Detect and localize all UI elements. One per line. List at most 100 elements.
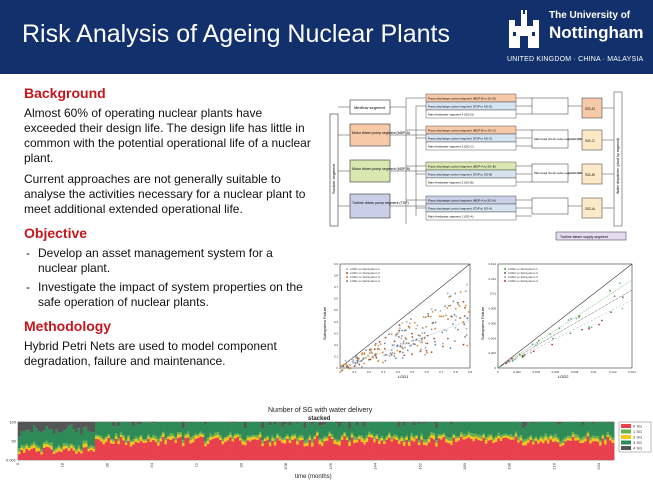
y-tick-label: 0.7 — [334, 285, 339, 289]
area-segment — [77, 445, 81, 449]
area-segment — [462, 437, 466, 440]
area-segment — [45, 444, 49, 447]
legend-label: 4 SG — [633, 446, 642, 451]
area-segment — [581, 424, 585, 437]
area-segment — [373, 439, 376, 443]
legend-entry: LOD2 vs Subsystem 4 — [508, 279, 538, 283]
area-segment — [181, 428, 185, 441]
area-segment — [497, 432, 501, 437]
area-segment — [316, 422, 319, 432]
scatter-point — [423, 332, 426, 334]
area-segment — [286, 436, 289, 439]
area-segment — [532, 423, 535, 440]
scatter-point — [531, 343, 534, 346]
scatter-point — [465, 334, 468, 336]
x-tick-label: 0.2 — [367, 370, 372, 374]
area-segment — [251, 439, 255, 460]
y-tick-label: 0 — [494, 366, 496, 370]
scatter-point — [354, 355, 357, 357]
scatter-point — [425, 349, 428, 352]
area-segment — [283, 424, 287, 437]
area-segment — [20, 445, 24, 448]
area-segment — [157, 442, 160, 446]
area-segment — [251, 422, 255, 435]
area-segment — [524, 422, 528, 426]
area-segment — [75, 449, 78, 451]
x-tick-label: 0.6 — [425, 370, 430, 374]
area-segment — [20, 422, 24, 432]
area-segment — [278, 435, 282, 439]
segment-label: Main feedwater segment 4 (SG-D) — [428, 113, 474, 117]
area-segment — [579, 440, 583, 443]
area-segment — [417, 444, 421, 460]
area-segment — [534, 422, 538, 437]
area-segment — [256, 439, 260, 460]
area-segment — [499, 441, 503, 460]
area-segment — [432, 433, 436, 436]
scatter-point — [424, 342, 427, 344]
area-segment — [512, 439, 515, 460]
area-segment — [306, 422, 309, 440]
area-segment — [246, 437, 250, 441]
area-segment — [435, 440, 438, 443]
area-segment — [343, 432, 347, 434]
area-segment — [584, 422, 587, 436]
area-segment — [430, 422, 434, 433]
scatter-point — [446, 292, 449, 295]
area-segment — [206, 437, 210, 441]
area-segment — [186, 422, 190, 432]
area-segment — [87, 446, 91, 449]
legend-entry: LOD2 vs Subsystem 2 — [508, 271, 538, 275]
area-segment — [204, 446, 208, 460]
scatter-point — [454, 307, 457, 310]
area-segment — [92, 422, 96, 433]
area-segment — [137, 440, 140, 443]
area-segment — [340, 439, 344, 460]
area-segment — [609, 437, 612, 441]
area-segment — [246, 422, 250, 436]
segment-label: Pump discharge control segment (MDP-A to… — [428, 199, 496, 203]
scatter-point — [434, 327, 437, 330]
scatter-point — [613, 295, 616, 298]
area-segment — [57, 422, 61, 433]
scatter-point — [424, 316, 427, 319]
scatter-point — [407, 325, 410, 328]
area-segment — [80, 449, 83, 451]
area-segment — [57, 447, 61, 452]
x-tick-label: 36 — [104, 462, 109, 467]
area-segment — [591, 422, 595, 424]
scatter-point — [569, 332, 572, 335]
x-tick-label: 0.012 — [609, 370, 617, 374]
area-segment — [303, 422, 307, 429]
scatter-point — [398, 336, 401, 338]
area-segment — [162, 433, 165, 437]
scatter-point — [353, 361, 355, 364]
area-segment — [286, 439, 289, 460]
area-segment — [75, 450, 78, 454]
scatter-point — [445, 314, 447, 317]
area-segment — [546, 436, 550, 440]
scatter-point — [442, 315, 445, 318]
area-segment — [211, 436, 215, 439]
area-segment — [599, 441, 602, 446]
scatter-point — [534, 344, 537, 347]
area-segment — [358, 436, 361, 440]
area-segment — [611, 422, 615, 438]
area-segment — [283, 422, 287, 425]
area-segment — [258, 431, 262, 435]
area-segment — [241, 422, 245, 440]
area-segment — [288, 425, 292, 438]
area-segment — [134, 439, 138, 442]
right-vertical-label: Water dispatcher (plant by segment) — [616, 138, 620, 194]
area-segment — [94, 422, 98, 435]
area-segment — [209, 437, 212, 441]
area-segment — [338, 439, 342, 442]
area-segment — [122, 422, 126, 436]
area-segment — [137, 442, 140, 460]
area-segment — [604, 438, 607, 441]
area-segment — [586, 431, 590, 434]
area-segment — [596, 422, 600, 437]
area-segment — [472, 441, 476, 460]
area-segment — [239, 422, 242, 435]
area-segment — [407, 422, 411, 441]
